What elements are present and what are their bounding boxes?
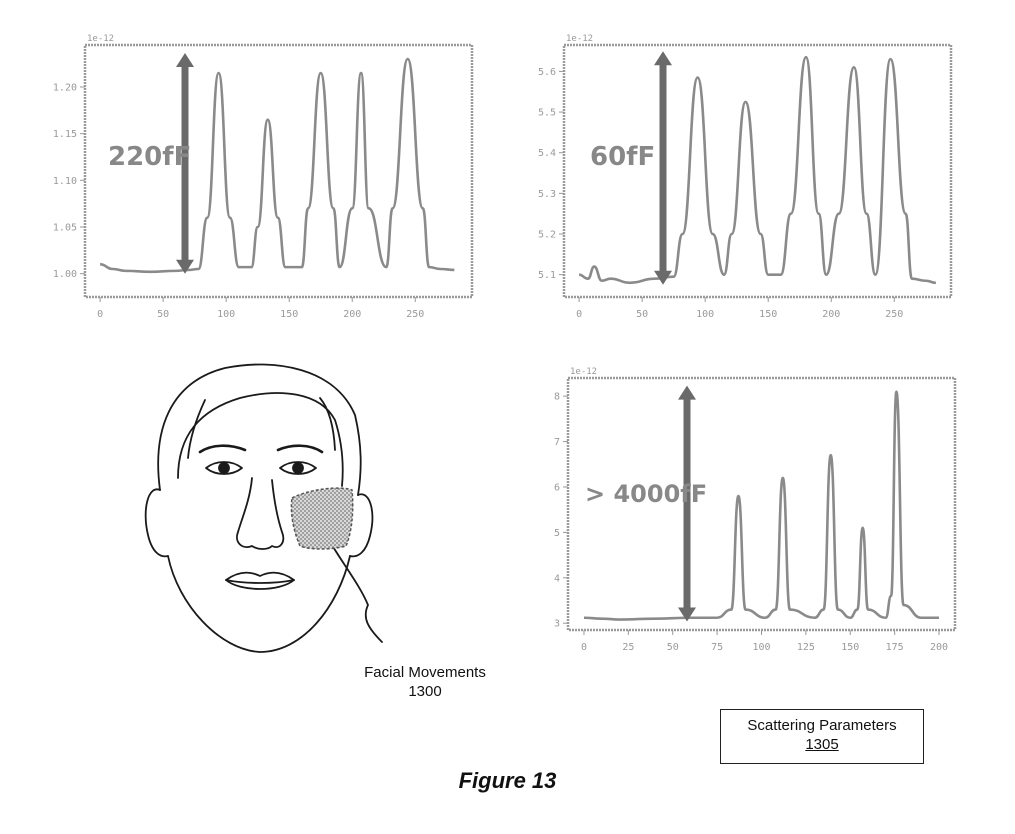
x-tick-label-2-5: 125	[797, 642, 815, 653]
plot-frame-0	[83, 43, 474, 299]
x-tick-label-0-3: 150	[280, 309, 298, 320]
series-line-0	[100, 57, 455, 274]
plot-frame-1	[562, 43, 953, 299]
x-tick-label-2-0: 0	[581, 642, 587, 653]
y-tick-label-1-1: 5.2	[538, 230, 556, 241]
x-tick-label-1-3: 150	[759, 309, 777, 320]
range-arrow-head-top-0	[176, 53, 194, 67]
y-tick-label-0-4: 1.20	[53, 83, 77, 94]
left-ear	[144, 488, 169, 558]
x-tick-label-2-8: 200	[930, 642, 948, 653]
y-tick-label-1-5: 5.6	[538, 67, 556, 78]
mouth	[225, 571, 295, 590]
y-tick-label-0-0: 1.00	[53, 269, 77, 280]
x-tick-label-2-1: 25	[622, 642, 634, 653]
y-tick-label-1-3: 5.4	[538, 148, 556, 159]
face-caption-line1: Facial Movements	[364, 664, 486, 681]
y-tick-label-2-4: 7	[554, 437, 560, 448]
nose	[236, 477, 285, 550]
y-tick-label-0-2: 1.10	[53, 176, 77, 187]
y-tick-label-2-2: 5	[554, 528, 560, 539]
range-arrow-head-bottom-0	[176, 259, 194, 274]
face-caption-line2: 1300	[408, 683, 442, 700]
y-tick-label-2-5: 8	[554, 392, 560, 403]
y-tick-label-1-4: 5.5	[538, 108, 556, 119]
cheek-patch	[290, 487, 354, 550]
figure-title: Figure 13	[458, 768, 557, 793]
y-tick-label-1-2: 5.3	[538, 189, 556, 200]
x-tick-label-0-5: 250	[406, 309, 424, 320]
face-caption: Facial Movements 1300	[330, 664, 520, 700]
annotation-2: > 4000fF	[585, 480, 707, 508]
scattering-parameters-box: Scattering Parameters 1305	[720, 709, 924, 764]
x-tick-label-2-7: 175	[886, 642, 904, 653]
x-tick-label-1-1: 50	[636, 309, 648, 320]
x-tick-label-1-0: 0	[576, 309, 582, 320]
scale-note-2: 1e-12	[570, 367, 597, 377]
x-tick-label-1-2: 100	[696, 309, 714, 320]
y-tick-label-1-0: 5.1	[538, 270, 556, 281]
x-tick-label-0-4: 200	[343, 309, 361, 320]
jaw	[167, 555, 351, 653]
x-tick-label-2-2: 50	[667, 642, 679, 653]
x-tick-label-2-4: 100	[752, 642, 770, 653]
range-arrow-head-bottom-2	[678, 607, 696, 622]
x-tick-label-0-0: 0	[97, 309, 103, 320]
y-tick-label-0-1: 1.05	[53, 223, 77, 234]
face-illustration	[144, 363, 383, 653]
range-arrow-head-top-1	[654, 51, 672, 66]
range-arrow-head-top-2	[678, 385, 696, 400]
y-tick-label-2-3: 6	[554, 482, 560, 493]
leader-line	[325, 534, 383, 643]
series-line-1	[578, 55, 936, 285]
y-tick-label-2-0: 3	[554, 619, 560, 630]
y-tick-label-2-1: 4	[554, 573, 560, 584]
x-tick-label-1-5: 250	[885, 309, 903, 320]
box-label: Scattering Parameters	[747, 717, 897, 734]
right-ear	[349, 493, 374, 558]
range-arrow-head-bottom-1	[654, 270, 672, 285]
x-tick-label-0-2: 100	[217, 309, 235, 320]
annotation-0: 220fF	[108, 142, 191, 172]
x-tick-label-2-3: 75	[711, 642, 723, 653]
scale-note-0: 1e-12	[87, 34, 114, 44]
x-tick-label-0-1: 50	[157, 309, 169, 320]
x-tick-label-2-6: 150	[841, 642, 859, 653]
x-tick-label-1-4: 200	[822, 309, 840, 320]
hair-outline	[157, 363, 362, 496]
y-tick-label-0-3: 1.15	[53, 129, 77, 140]
annotation-1: 60fF	[590, 142, 655, 172]
scale-note-1: 1e-12	[566, 34, 593, 44]
series-line-2	[583, 390, 940, 621]
box-ref: 1305	[805, 736, 839, 753]
